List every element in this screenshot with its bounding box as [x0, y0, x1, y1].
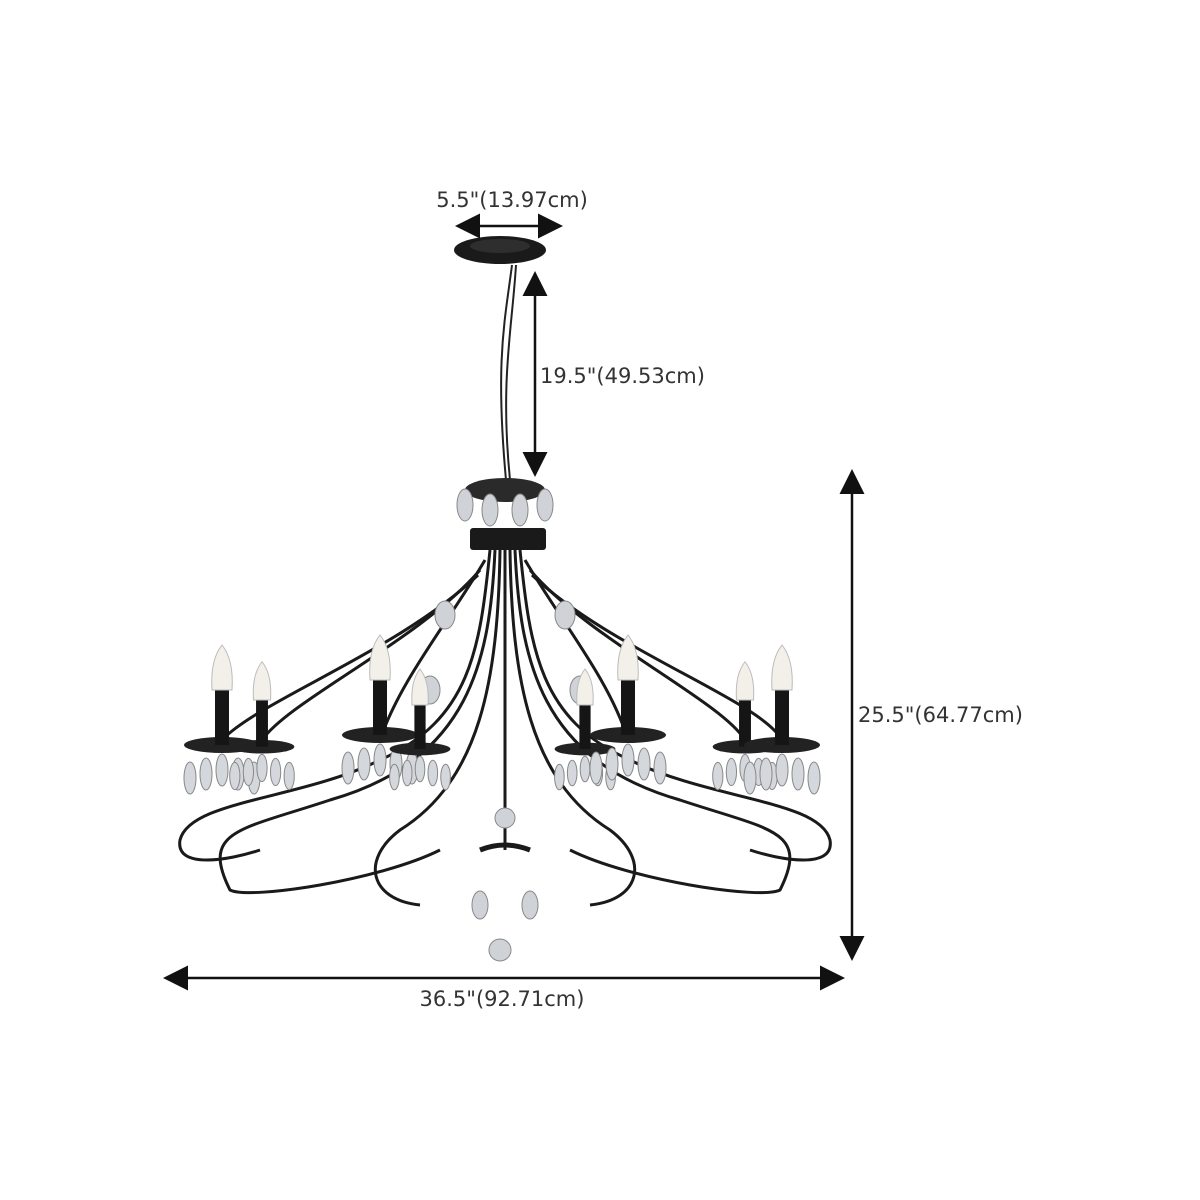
hanging-chain [500, 264, 517, 481]
candle [229, 660, 295, 791]
candle [743, 644, 821, 795]
candle-arms [183, 634, 821, 795]
chain-length-label: 19.5"(49.53cm) [540, 364, 705, 388]
height-label: 25.5"(64.77cm) [858, 703, 1023, 727]
width-label: 36.5"(92.71cm) [420, 987, 585, 1011]
ceiling-canopy [454, 236, 546, 264]
candle [589, 634, 667, 785]
canopy-width-label: 5.5"(13.97cm) [436, 188, 588, 212]
candle [389, 668, 451, 791]
chandelier-body [178, 478, 832, 962]
